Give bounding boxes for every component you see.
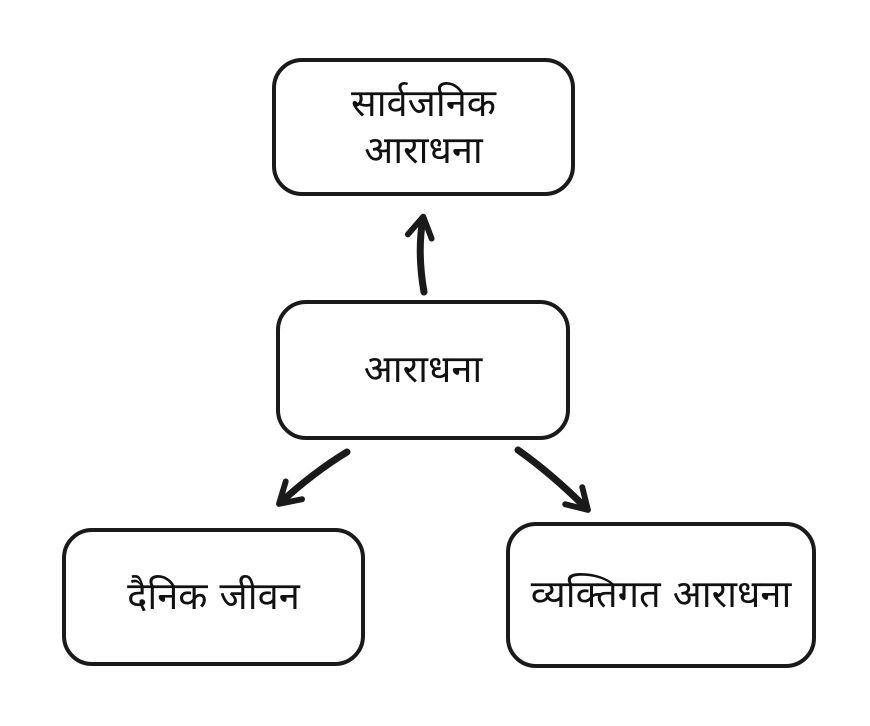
node-personal-worship-label: व्यक्तिगत आराधना (530, 572, 792, 617)
node-daily-life-label: दैनिक जीवन (127, 574, 300, 619)
node-daily-life: दैनिक जीवन (62, 528, 365, 666)
node-public-worship-label: सार्वजनिक आराधना (351, 80, 496, 173)
arrow-center-to-top-icon (404, 213, 435, 296)
arrow-center-to-bottom-right-icon (514, 446, 591, 513)
arrow-center-to-bottom-left-icon (276, 448, 351, 507)
node-public-worship: सार्वजनिक आराधना (272, 58, 575, 196)
node-worship: आराधना (276, 300, 570, 440)
node-worship-label: आराधना (363, 347, 483, 392)
node-personal-worship: व्यक्तिगत आराधना (506, 522, 816, 668)
